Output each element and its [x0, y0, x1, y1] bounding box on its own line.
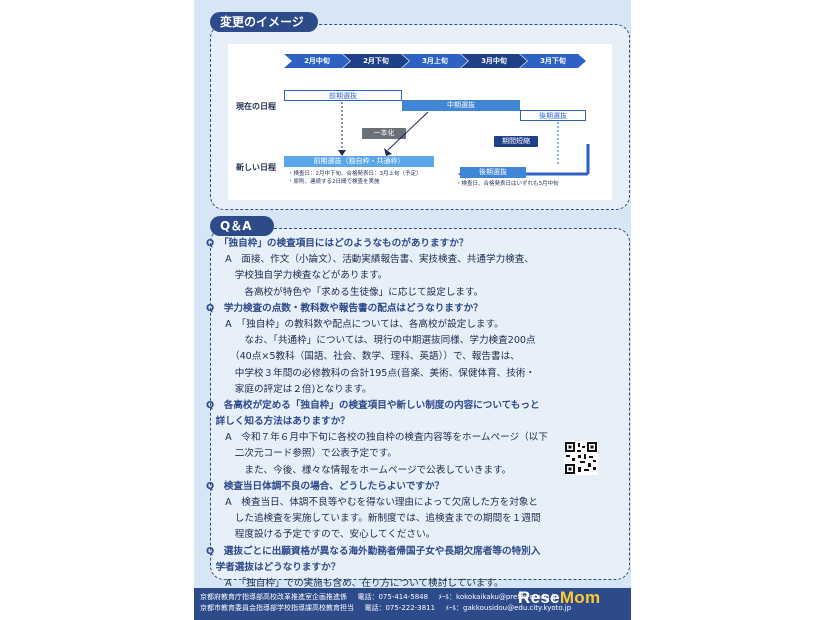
answer-line: A 検査当日、体調不良等やむを得ない理由によって欠席した方を対象と	[206, 497, 538, 508]
timeline-mar-early: 3月上旬	[402, 54, 468, 68]
question-line: Q 選抜ごとに出願資格が異なる海外勤務者帰国子女や長期欠席者等の特別入	[206, 545, 541, 557]
question-line: Q 学力検査の点数・教科数や報告書の配点はどうなりますか？	[206, 302, 483, 314]
qr-code	[564, 441, 598, 475]
question-line: 学者選抜はどうなりますか？	[206, 561, 341, 573]
answer-line: した追検査を実施しています。新制度では、追検査までの期間を１週間	[206, 513, 541, 525]
question-line: Q 検査当日体調不良の場合、どうしたらよいですか？	[206, 480, 445, 492]
new-schedule-label: 新しい日程	[236, 163, 276, 172]
question-line: 詳しく知る方法はありますか？	[206, 416, 350, 428]
answer-line: なお、「共通枠」については、現行の中期選抜同様、学力検査200点	[206, 335, 536, 347]
answer-line: 学校独自学力検査などがあります。	[206, 270, 388, 282]
merge-label: 一本化	[362, 128, 406, 139]
footer-mail-1: ﾒｰﾙ：kokokaikaku@pref.kyoto.lg.jp	[438, 593, 558, 601]
question-line: Q 「独自枠」の検査項目にはどのようなものがありますか？	[206, 238, 469, 249]
new-late-selection-bar: 後期選抜	[460, 167, 526, 178]
footer-org-2: 京都市教育委員会指導部学校指導課高校教育担当	[200, 604, 354, 612]
new-early-note-2: ・原則、連続する2日間で検査を実施	[288, 179, 380, 185]
timeline-mar-mid: 3月中旬	[461, 54, 527, 68]
answer-line: A 面接、作文（小論文）、活動実績報告書、実技検査、共通学力検査、	[206, 254, 534, 266]
schedule-diagram: 2月中旬 2月下旬 3月上旬 3月中旬 3月下旬 現在の日程 新しい日程 前期選…	[228, 44, 612, 200]
timeline-mar-late: 3月下旬	[520, 54, 586, 68]
footer-org-1: 京都府教育庁指導部高校改革推進室企画推進係	[200, 593, 347, 601]
new-early-note-1: ・検査日：2月中下旬、合格発表日：3月上旬（予定）	[288, 171, 422, 177]
late-selection-bar: 後期選抜	[520, 110, 586, 121]
section-title-qa: Q＆A	[210, 216, 274, 236]
shortened-label: 期間短縮	[494, 136, 538, 147]
timeline-feb-late: 2月下旬	[343, 54, 409, 68]
answer-line: A 「独自枠」の教科数や配点については、各高校が設定します。	[206, 318, 504, 330]
footer-tel-2: 電話：075-222-3811	[364, 604, 436, 612]
qa-list: Q 「独自枠」の検査項目にはどのようなものがありますか？ A 面接、作文（小論文…	[206, 236, 624, 592]
new-late-note-1: ・検査日、合格発表日はいずれも3月中旬	[456, 181, 559, 187]
answer-line: A 「独自枠」での実施も含め、在り方について検討しています。	[206, 577, 504, 589]
qa-box	[210, 228, 630, 580]
answer-line: A 令和７年６月中下旬に各校の独自枠の検査内容等をホームページ（以下	[206, 432, 548, 444]
answer-line: 各高校が特色や「求める生徒像」に応じて設定します。	[206, 286, 484, 298]
section-title-change: 変更のイメージ	[210, 12, 318, 32]
answer-line: （40点×5教科（国語、社会、数学、理科、英語））で、報告書は、	[206, 351, 520, 363]
answer-line: 程度設ける予定ですので、安心してください。	[206, 529, 436, 541]
answer-line: 中学校３年間の必修教科の合計195点(音楽、美術、保健体育、技術・	[206, 367, 536, 379]
footer-mail-2: ﾒｰﾙ：gakkousidou@edu.city.kyoto.jp	[445, 604, 572, 612]
footer-tel-1: 電話：075-414-5848	[357, 593, 429, 601]
answer-line: 二次元コード参照）で公表予定です。	[206, 448, 397, 460]
timeline-feb-mid: 2月中旬	[284, 54, 350, 68]
contact-footer: 京都府教育庁指導部高校改革推進室企画推進係 電話：075-414-5848 ﾒｰ…	[194, 588, 631, 620]
current-schedule-label: 現在の日程	[236, 102, 276, 111]
answer-line: 家庭の評定は２倍)となります。	[206, 383, 372, 395]
question-line: Q 各高校が定める「独自枠」の検査項目や新しい制度の内容についてもっと	[206, 399, 540, 411]
answer-line: また、今後、様々な情報をホームページで公表していきます。	[206, 464, 512, 476]
new-early-selection-bar: 前期選抜（独自枠・共通枠）	[284, 156, 434, 167]
early-selection-bar: 前期選抜	[284, 90, 402, 101]
resemom-watermark: ReseMom	[518, 588, 601, 607]
middle-selection-bar: 中期選抜	[402, 100, 520, 111]
